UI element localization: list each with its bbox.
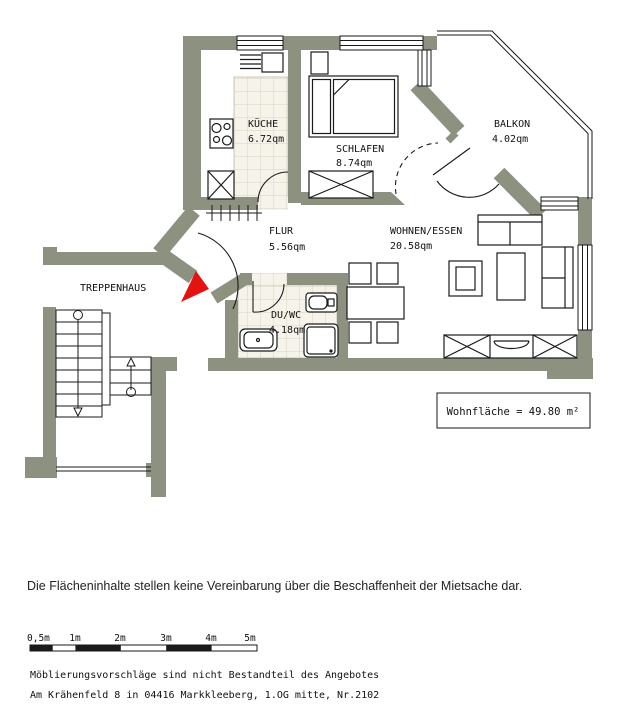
bathroom-door: [252, 281, 285, 313]
scale-label: 0,5m: [27, 633, 50, 644]
windows: [56, 35, 593, 472]
sofa-right: [541, 246, 574, 309]
room-label-schlafen: SCHLAFEN: [336, 144, 384, 155]
dining-set: [346, 262, 405, 344]
kitchen-tiled-floor: [233, 76, 289, 210]
living-room-window: [577, 244, 593, 331]
scale-label: 2m: [114, 633, 126, 644]
toilet: [305, 292, 338, 313]
entrance-arrow: [181, 271, 209, 302]
room-area-balkon: 4.02qm: [492, 134, 528, 145]
room-label-duwc: DU/WC: [271, 310, 301, 321]
room-area-kueche: 6.72qm: [248, 134, 284, 145]
bedroom-door: [394, 142, 439, 195]
address-text: Am Krähenfeld 8 in 04416 Markkleeberg, 1…: [30, 690, 379, 701]
bedroom-balcony-window: [417, 49, 432, 87]
wardrobe: [308, 170, 374, 199]
dining-chair: [348, 262, 372, 285]
washbasin: [239, 328, 278, 352]
sofa-top: [477, 214, 543, 246]
kitchen-cabinet: [207, 170, 235, 200]
scale-label: 4m: [205, 633, 217, 644]
kitchen-door: [257, 171, 289, 203]
nightstand: [310, 51, 329, 75]
sideboard: [443, 334, 578, 359]
scale-label: 5m: [244, 633, 256, 644]
room-label-balkon: BALKON: [494, 119, 530, 130]
room-label-kueche: KÜCHE: [248, 117, 278, 130]
radiator: [206, 205, 262, 221]
total-area-box: Wohnfläche = 49.80 m²: [436, 392, 591, 429]
room-area-flur: 5.56qm: [269, 242, 305, 253]
entrance-door: [197, 232, 239, 310]
stairs: [55, 309, 152, 418]
room-area-duwc: 4.18qm: [269, 325, 305, 336]
stove: [209, 118, 234, 149]
scale-label: 1m: [69, 633, 81, 644]
note-text: Möblierungsvorschläge sind nicht Bestand…: [30, 670, 379, 681]
bedroom-window: [339, 35, 424, 51]
armchair: [448, 260, 483, 297]
dining-chair: [376, 321, 399, 344]
room-area-schlafen: 8.74qm: [336, 158, 372, 169]
scale-bar: 0,5m 1m 2m 3m 4m 5m: [27, 633, 258, 652]
staircase-label: TREPPENHAUS: [80, 283, 146, 294]
scale-label: 3m: [160, 633, 172, 644]
stairwell-window: [56, 466, 151, 472]
side-table: [496, 252, 526, 301]
balcony-bottom-window: [540, 196, 579, 211]
balcony-door: [432, 147, 500, 198]
doors: [197, 142, 500, 313]
kitchen-window: [236, 35, 284, 51]
dining-chair: [348, 321, 372, 344]
room-area-wohnen: 20.58qm: [390, 241, 432, 252]
dining-table: [346, 286, 405, 320]
balcony-railing: [437, 30, 593, 199]
tv-unit: [493, 340, 530, 350]
kitchen-counter-sink: [240, 52, 284, 73]
shower: [303, 323, 339, 358]
bed: [308, 75, 399, 138]
room-label-wohnen: WOHNEN/ESSEN: [390, 226, 462, 237]
dining-chair: [376, 262, 399, 285]
stairs-walking-line-up: [126, 356, 136, 397]
total-area-text: Wohnfläche = 49.80 m²: [447, 406, 580, 418]
room-label-flur: FLUR: [269, 226, 294, 237]
stairs-walking-line-down: [73, 310, 83, 418]
disclaimer-text: Die Flächeninhalte stellen keine Vereinb…: [27, 579, 522, 593]
